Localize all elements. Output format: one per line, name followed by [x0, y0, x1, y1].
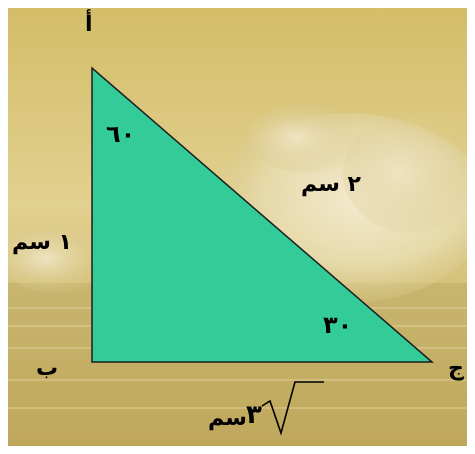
right-triangle — [91, 66, 435, 363]
diagram-canvas: أ ب ج ٦٠ ٣٠ ١ سم ٢ سم سم ٣ — [8, 8, 467, 446]
triangle-figure — [91, 66, 435, 436]
side-label-vertical: ١ سم — [12, 230, 72, 255]
sqrt-sign-icon — [261, 381, 324, 436]
side-label-hypotenuse: ٢ سم — [301, 172, 361, 197]
vertex-label-top: أ — [85, 12, 93, 37]
angle-label-bottom-right: ٣٠ — [323, 311, 353, 339]
vertex-label-bottom-right: ج — [448, 356, 464, 381]
vertex-label-bottom-left: ب — [36, 356, 59, 381]
side-label-base-unit: سم — [208, 406, 247, 431]
background-photo — [8, 8, 467, 446]
angle-label-top: ٦٠ — [106, 120, 136, 148]
side-label-base-radicand: ٣ — [246, 400, 262, 430]
